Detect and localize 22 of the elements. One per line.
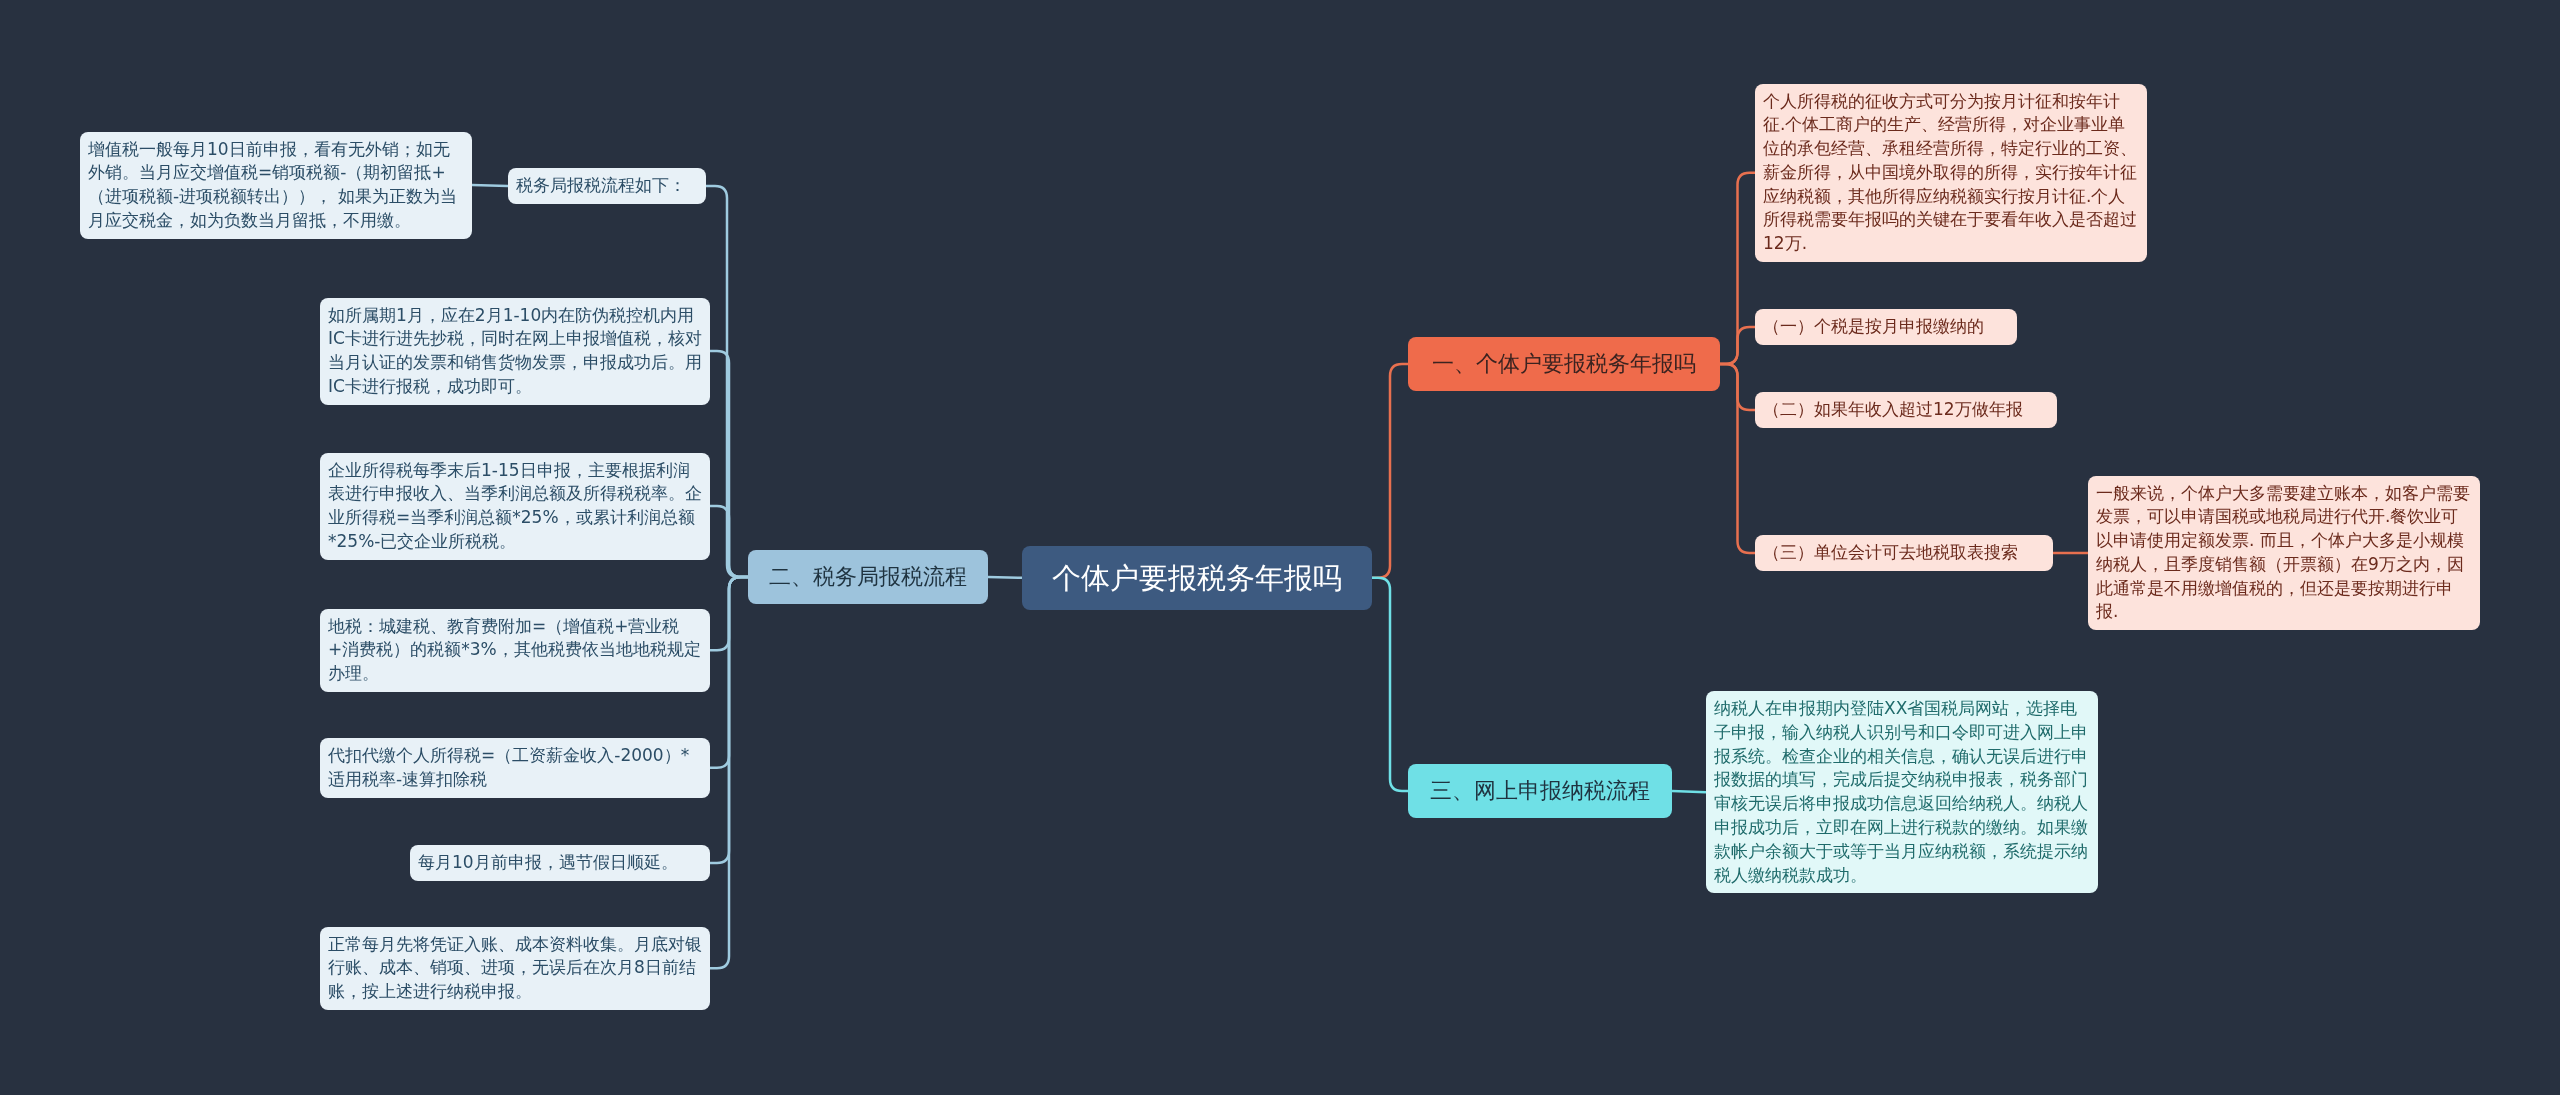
- connector-line: [1671, 789, 1707, 794]
- subtopic-card: 税务局报税流程如下：: [508, 168, 706, 204]
- note-card: 正常每月先将凭证入账、成本资料收集。月底对银行账、成本、销项、进项，无误后在次月8日前结账，按上述进行纳税申报。: [320, 926, 710, 1010]
- branch-topic: 一、个体户要报税务年报吗: [1408, 336, 1720, 392]
- branch-topic: 三、网上申报纳税流程: [1408, 763, 1672, 819]
- note-card: 每月10月前申报，遇节假日顺延。: [410, 845, 710, 881]
- connector-line: [471, 183, 509, 188]
- subtopic-card: （三）单位会计可去地税取表搜索: [1755, 535, 2053, 571]
- note-card: 增值税一般每月10日前申报，看有无外销；如无外销。当月应交增值税=销项税额-（期初留抵+（进项税额-进项税额转出））， 如果为正数为当月应交税金，如为负数当月留抵，不用缴。: [80, 131, 472, 239]
- note-card: 纳税人在申报期内登陆XX省国税局网站，选择电子申报，输入纳税人识别号和口令即可进入网上申报系统。检查企业的相关信息，确认无误后进行申报数据的填写，完成后提交纳税申报表，税务部门审核无误后将申报成功信息返回给纳税人。纳税人申报成功后，立即在网上进行税款的缴纳。如果缴款帐户余额大于或等于当月应纳税额，系统提示纳税人缴纳税款成功。: [1706, 691, 2098, 894]
- subtopic-card: （二）如果年收入超过12万做年报: [1755, 392, 2057, 428]
- branch-topic: 二、税务局报税流程: [748, 549, 988, 605]
- connector-line: [2053, 551, 2088, 555]
- note-card: 一般来说，个体户大多需要建立账本，如客户需要发票，可以申请国税或地税局进行代开.餐饮业可以申请使用定额发票. 而且，个体户大多是小规模纳税人，且季度销售额（开票额）在9万之内，因此通常是不用缴增值税的，但还是要按期进行申报.: [2088, 475, 2480, 631]
- note-card: 个人所得税的征收方式可分为按月计征和按年计征.个体工商户的生产、经营所得，对企业事业单位的承包经营、承租经营所得，特定行业的工资、薪金所得，从中国境外取得的所得，实行按年计征应纳税额，其他所得应纳税额实行按月计征.个人所得税需要年报吗的关键在于要看年收入是否超过12万.: [1755, 83, 2147, 263]
- note-card: 地税：城建税、教育费附加=（增值税+营业税+消费税）的税额*3%，其他税费依当地地税规定办理。: [320, 608, 710, 692]
- subtopic-card: （一）个税是按月申报缴纳的: [1755, 309, 2017, 345]
- central-topic: 个体户要报税务年报吗: [1022, 545, 1372, 611]
- note-card: 代扣代缴个人所得税=（工资薪金收入-2000）*适用税率-速算扣除税: [320, 738, 710, 798]
- note-card: 如所属期1月，应在2月1-10内在防伪税控机内用IC卡进行进先抄税，同时在网上申报增值税，核对当月认证的发票和销售货物发票，申报成功后。用IC卡进行报税，成功即可。: [320, 297, 710, 405]
- connector-line: [987, 575, 1023, 580]
- note-card: 企业所得税每季末后1-15日申报，主要根据利润表进行申报收入、当季利润总额及所得税税率。企业所得税=当季利润总额*25%，或累计利润总额*25%-已交企业所税税。: [320, 452, 710, 560]
